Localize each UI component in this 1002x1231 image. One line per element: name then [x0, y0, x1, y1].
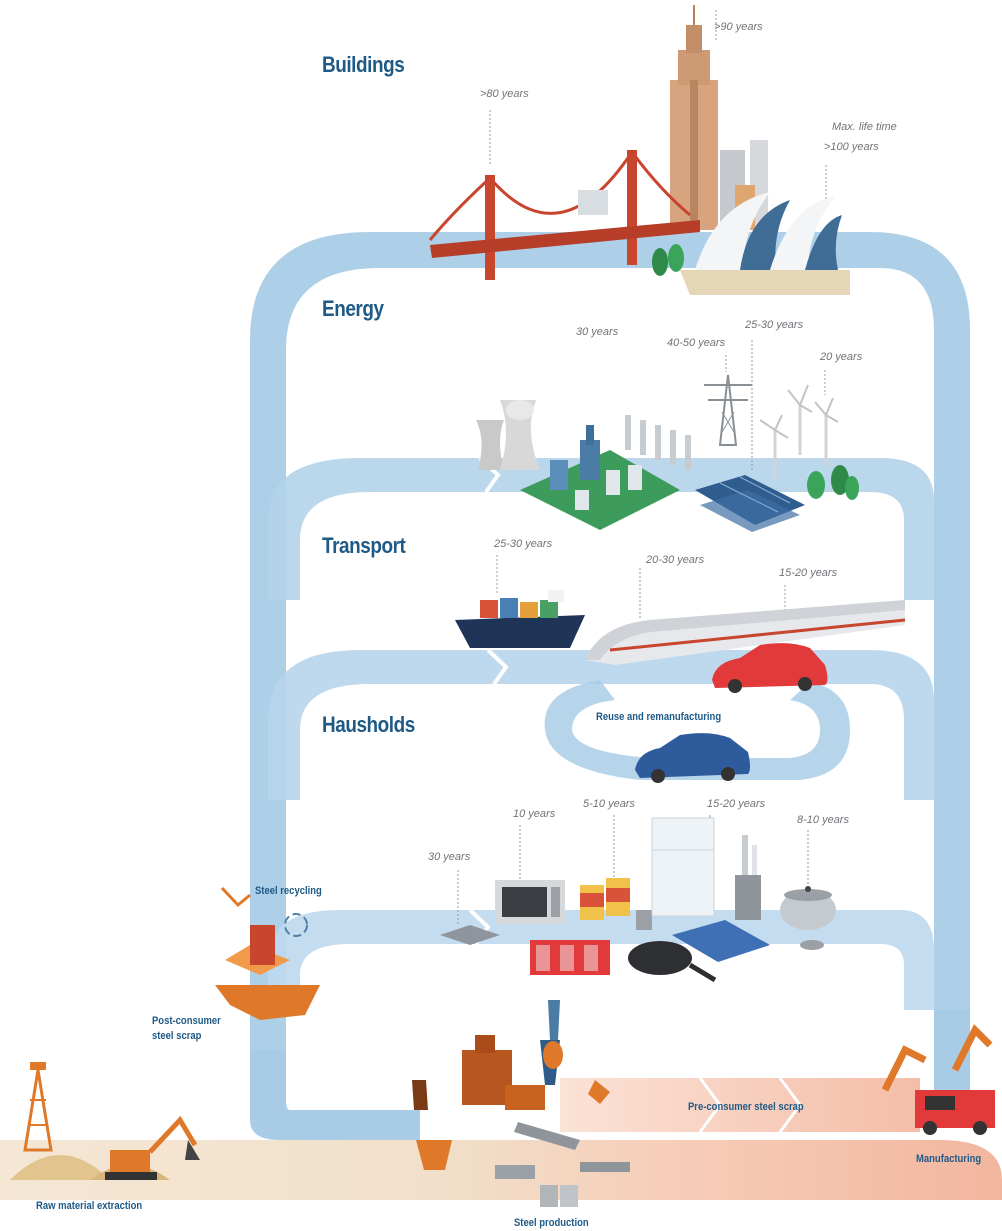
lifetime-microwave: 10 years — [513, 808, 556, 820]
flow-label-manufacturing: Manufacturing — [916, 1153, 982, 1165]
recycle-icon — [284, 913, 308, 937]
flow-label-pre-consumer: Pre-consumer steel scrap — [688, 1101, 804, 1113]
flow-label-raw-material: Raw material extraction — [36, 1200, 143, 1212]
opera-house-icon — [680, 165, 850, 295]
section-title-energy: Energy — [322, 296, 384, 321]
robot-arm-icon — [881, 1024, 995, 1135]
power-station-stacks — [625, 415, 691, 470]
car-icon — [635, 733, 750, 783]
steel-mill-icon — [412, 1000, 610, 1170]
cooking-pot-icon — [780, 830, 836, 950]
food-can-icon — [530, 940, 610, 975]
tree-icon — [652, 244, 859, 500]
cooling-tower-icon — [476, 400, 540, 470]
lifetime-tray: 30 years — [428, 851, 471, 863]
container-ship-icon — [455, 555, 585, 648]
flow-label-recycling: Steel recycling — [255, 885, 322, 897]
lifetime-bridge: >80 years — [480, 88, 529, 100]
solar-panel-icon — [695, 340, 805, 532]
food-can-icon — [580, 815, 652, 930]
lifetime-train: 20-30 years — [646, 554, 705, 566]
high-speed-train-icon — [585, 568, 906, 665]
sand-pile — [10, 1155, 110, 1180]
wind-turbine-icon — [759, 370, 839, 480]
flow-label-reuse: Reuse and remanufacturing — [596, 711, 722, 723]
lifetime-fridge: 15-20 years — [707, 798, 766, 810]
microwave-icon — [495, 825, 565, 924]
lifetime-cans: 5-10 years — [583, 798, 635, 810]
refinery-icon — [520, 425, 680, 530]
scrap-bin-icon — [215, 886, 320, 1020]
flow-label-steel-production: Steel production — [514, 1217, 589, 1229]
car-icon — [712, 643, 828, 693]
section-title-transport: Transport — [322, 533, 406, 558]
pre-consumer-flow — [560, 1078, 920, 1132]
frying-pan-icon — [628, 941, 717, 983]
bridge-icon — [428, 110, 700, 280]
lifetime-skyscraper: >90 years — [714, 21, 763, 33]
transport-flow — [268, 650, 934, 800]
skyscraper-icon — [670, 5, 768, 230]
lifetime-pylon: 40-50 years — [667, 337, 726, 349]
lifetime-power-plant: 30 years — [576, 326, 619, 338]
section-title-households: Hausholds — [322, 712, 415, 737]
section-title-buildings: Buildings — [322, 52, 405, 77]
right-return-flow — [934, 1010, 970, 1090]
power-pylon-icon — [704, 355, 752, 446]
flow-label-post-consumer-2: steel scrap — [152, 1030, 202, 1042]
baking-tray-icon — [440, 870, 500, 945]
lifetime-wind: 20 years — [820, 351, 863, 363]
left-return-flow — [250, 1050, 420, 1140]
steel-coil-icon — [495, 1162, 630, 1207]
lifetime-car: 15-20 years — [779, 567, 838, 579]
refrigerator-icon — [651, 815, 715, 917]
households-flow — [268, 910, 934, 1010]
reuse-loop — [544, 680, 850, 780]
lifetime-opera: >100 years — [824, 141, 879, 153]
flow-label-post-consumer-1: Post-consumer — [152, 1015, 221, 1027]
lifetime-solar: 25-30 years — [745, 319, 804, 331]
excavator-icon — [105, 1115, 200, 1180]
oil-rig-icon — [23, 1062, 53, 1152]
utensil-holder-icon — [735, 835, 761, 920]
cutlery-mat — [672, 920, 770, 962]
lifetime-max-label: Max. life time — [832, 121, 897, 133]
lifetime-pot: 8-10 years — [797, 814, 849, 826]
lifetime-ship: 25-30 years — [494, 538, 553, 550]
